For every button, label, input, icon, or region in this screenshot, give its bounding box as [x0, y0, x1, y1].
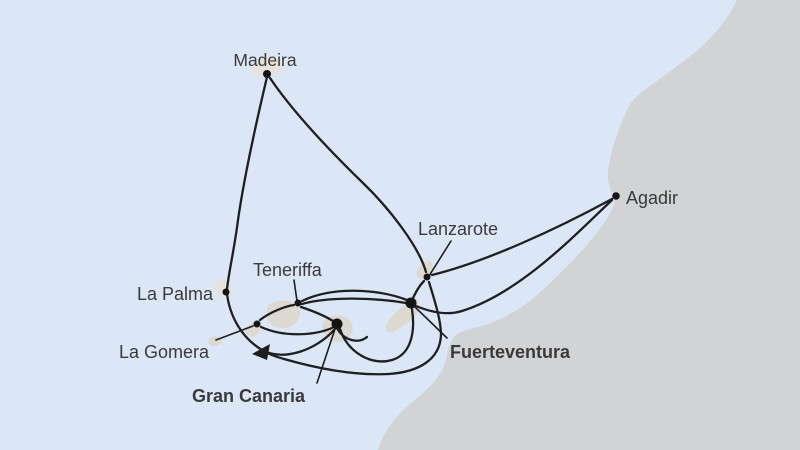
- port-dot-agadir: [612, 192, 620, 200]
- route-gran-canaria-curl: [335, 326, 369, 342]
- route-teneriffa-fuerteventura-1: [300, 289, 409, 303]
- port-dot-la-gomera: [253, 320, 261, 328]
- port-label-teneriffa: Teneriffa: [253, 260, 323, 280]
- port-dot-fuerteventura: [405, 297, 417, 309]
- island-teneriffa: [266, 300, 301, 329]
- route-madeira-lanzarote: [268, 76, 428, 274]
- port-dot-lanzarote: [423, 273, 431, 281]
- route-la-gomera-gran-canaria: [259, 325, 334, 336]
- island-madeira: [250, 57, 284, 77]
- route-agadir-fuerteventura: [414, 198, 614, 315]
- africa-landmass: [378, 0, 800, 450]
- route-direction-arrow: [252, 344, 270, 360]
- port-dot-la-palma: [222, 288, 230, 296]
- leader-gran-canaria: [316, 328, 336, 384]
- route-teneriffa-gran-canaria: [299, 305, 335, 323]
- port-dot-madeira: [263, 70, 271, 78]
- port-label-agadir: Agadir: [626, 188, 678, 208]
- port-label-madeira: Madeira: [233, 50, 296, 70]
- port-label-lanzarote: Lanzarote: [418, 219, 498, 239]
- port-label-gran-canaria: Gran Canaria: [192, 386, 306, 406]
- port-label-la-gomera: La Gomera: [119, 342, 210, 362]
- port-label-la-palma: La Palma: [137, 284, 214, 304]
- port-dot-teneriffa: [294, 299, 302, 307]
- route-teneriffa-fuerteventura-2: [300, 297, 408, 306]
- leader-teneriffa: [293, 279, 298, 302]
- leader-fuerteventura: [414, 306, 448, 339]
- port-dot-gran-canaria: [331, 318, 343, 330]
- leader-la-gomera: [215, 325, 254, 341]
- route-gran-canaria-fuerteventura-south: [338, 307, 415, 363]
- route-la-gomera-teneriffa: [258, 303, 296, 322]
- route-lanzarote-agadir: [430, 197, 614, 277]
- route-madeira-la-palma: [225, 75, 269, 291]
- port-label-fuerteventura: Fuerteventura: [450, 342, 571, 362]
- route-lanzarote-fuerteventura: [411, 279, 426, 300]
- leader-lanzarote: [428, 240, 452, 277]
- route-lanzarote-south-loop: [264, 280, 443, 376]
